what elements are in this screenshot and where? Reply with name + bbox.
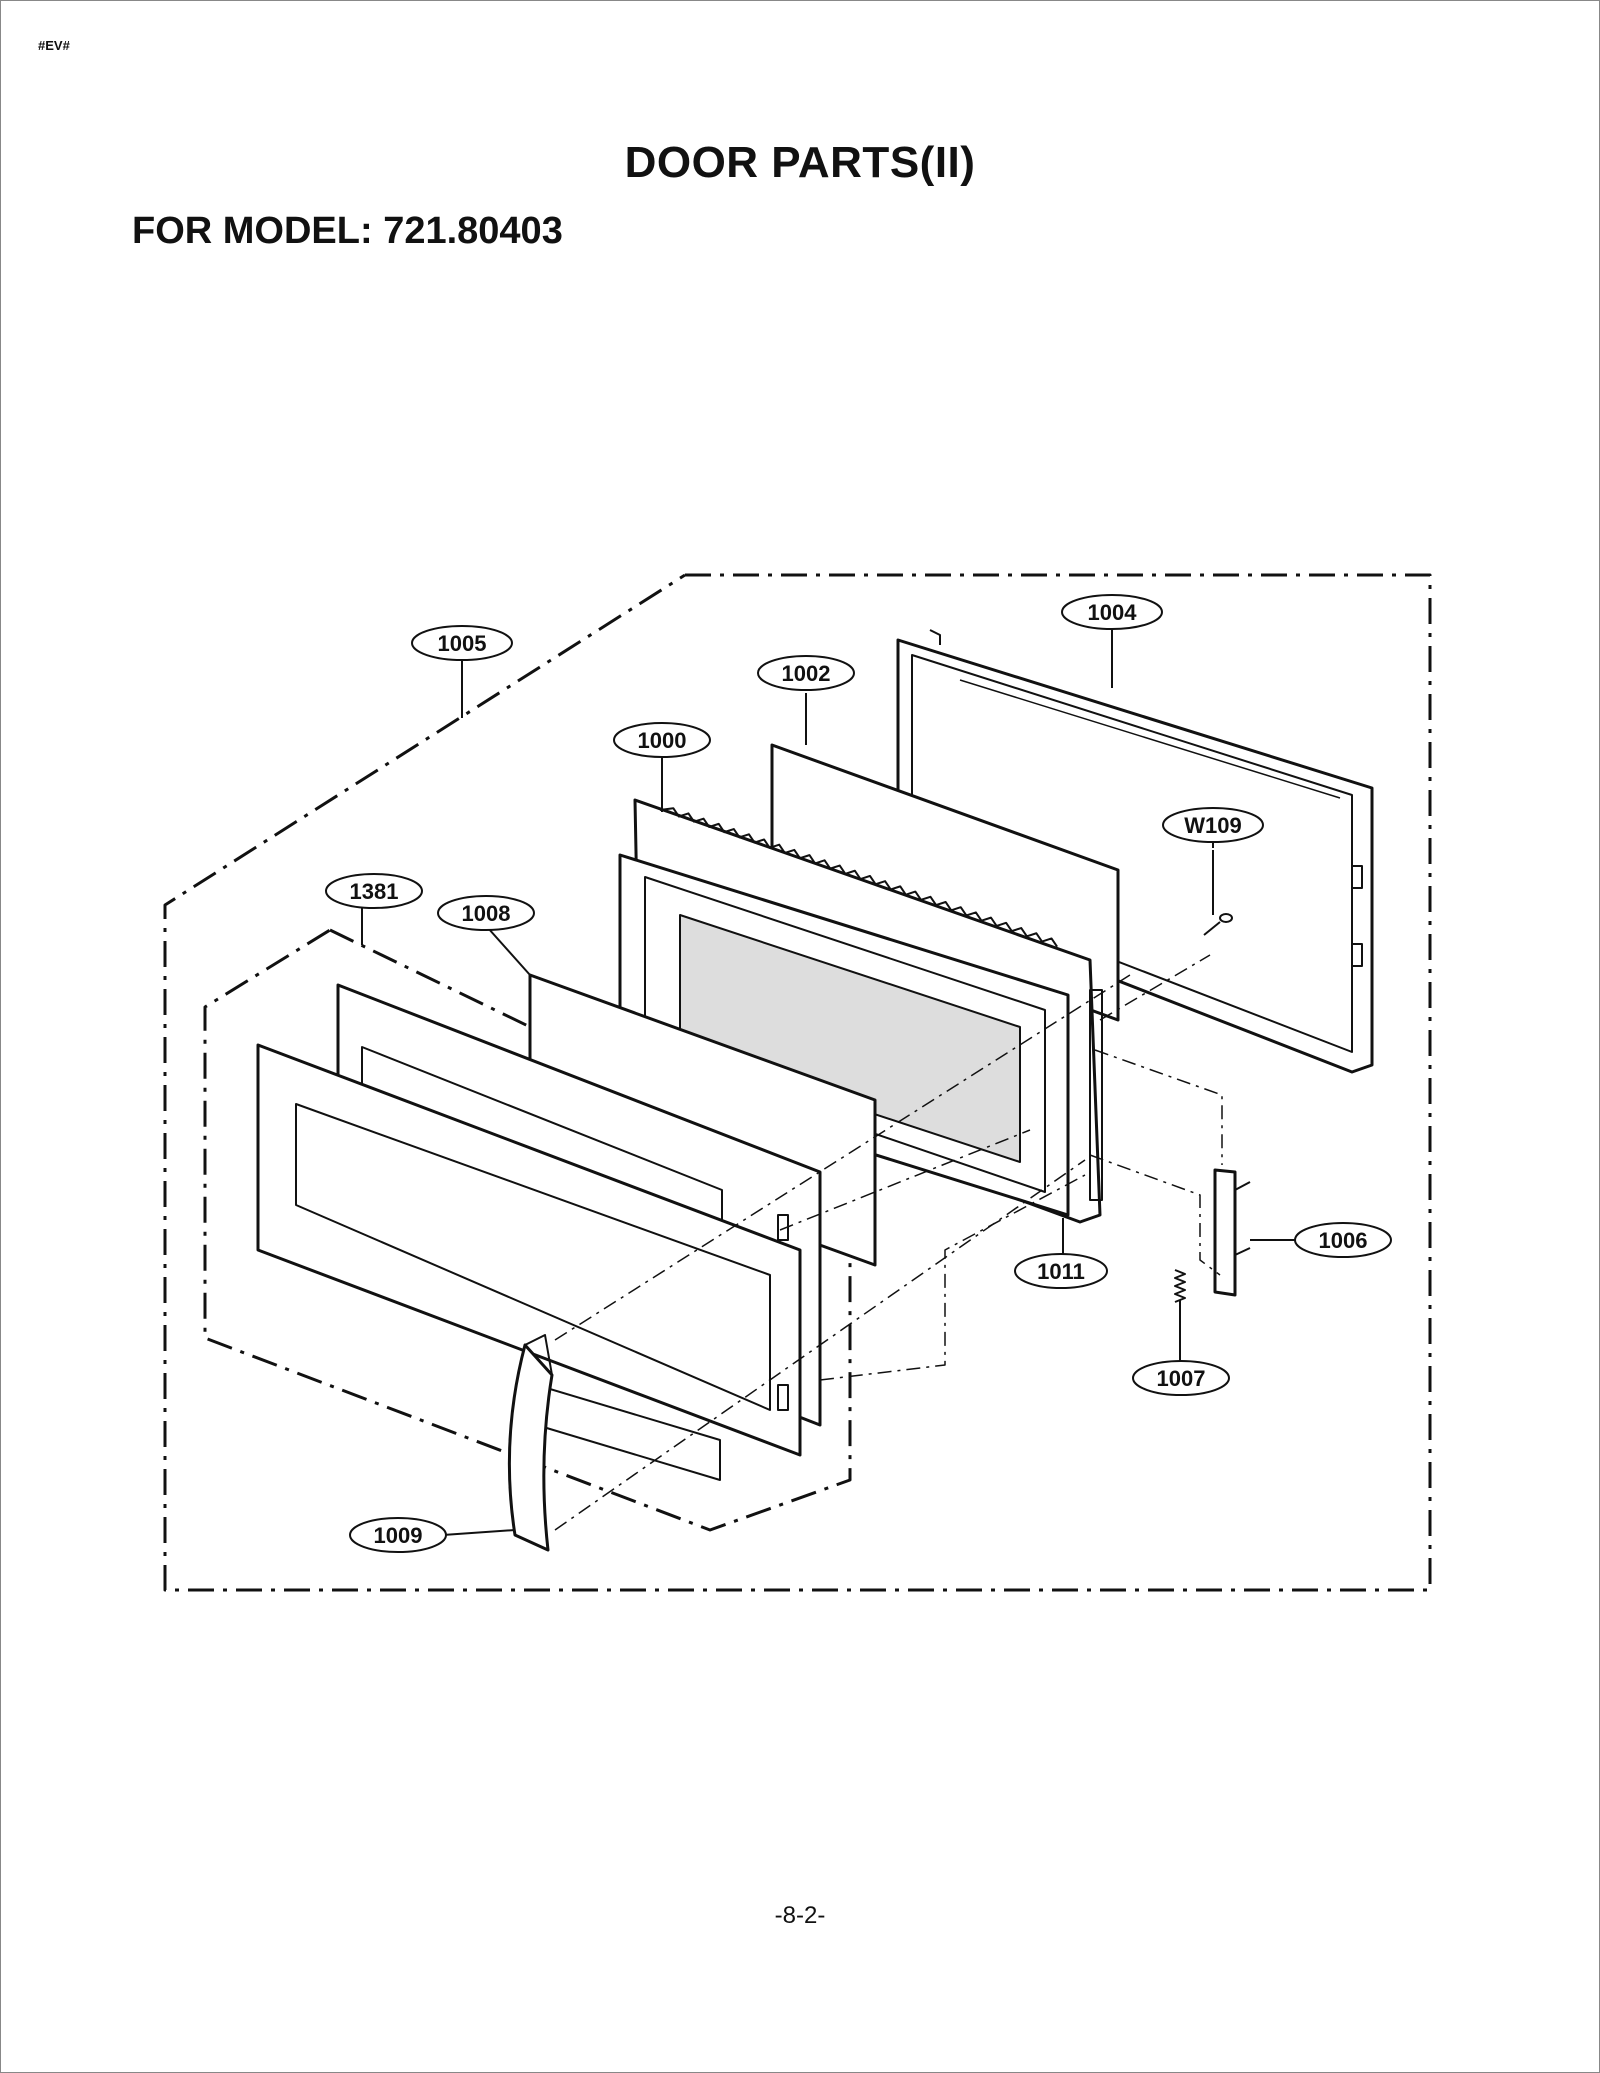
spring-part — [1174, 1269, 1186, 1303]
door-frame-part — [256, 1043, 802, 1481]
callout-label-1381: 1381 — [350, 879, 399, 904]
latch-part — [1213, 1168, 1251, 1297]
callout-label-1008: 1008 — [462, 901, 511, 926]
callout-oval-1008 — [437, 895, 535, 931]
callout-label-1007: 1007 — [1157, 1366, 1206, 1391]
page-title: DOOR PARTS(II) — [624, 138, 976, 187]
page-number: -8-2- — [774, 1902, 826, 1929]
callout-label-1002: 1002 — [782, 661, 831, 686]
callout-oval-1007 — [1132, 1360, 1230, 1396]
callout-label-1006: 1006 — [1319, 1228, 1368, 1253]
callout-oval-1006 — [1294, 1222, 1392, 1258]
inner-frame-part — [618, 853, 1070, 1217]
assembly-guide-lines — [554, 954, 1223, 1531]
door-assembly-boundary — [163, 573, 1432, 1592]
door-handle-part — [507, 1334, 554, 1552]
callout-oval-1000 — [613, 722, 711, 758]
callout-oval-1002 — [757, 655, 855, 691]
callout-oval-1381 — [325, 873, 423, 909]
callout-label-W109: W109 — [1184, 813, 1241, 838]
callout-label-1000: 1000 — [638, 728, 687, 753]
callout-label-1009: 1009 — [374, 1523, 423, 1548]
callout-label-1004: 1004 — [1088, 600, 1138, 625]
document-tag: #EV# — [38, 38, 70, 53]
screw-part — [1203, 850, 1233, 936]
callout-oval-1004 — [1061, 594, 1163, 630]
model-subtitle: FOR MODEL: 721.80403 — [132, 210, 563, 252]
callout-oval-1011 — [1014, 1253, 1108, 1289]
callout-oval-1005 — [411, 625, 513, 661]
callout-oval-1009 — [349, 1517, 447, 1553]
callout-label-1005: 1005 — [438, 631, 487, 656]
callout-label-1011: 1011 — [1037, 1259, 1085, 1284]
callout-oval-W109 — [1162, 807, 1264, 843]
